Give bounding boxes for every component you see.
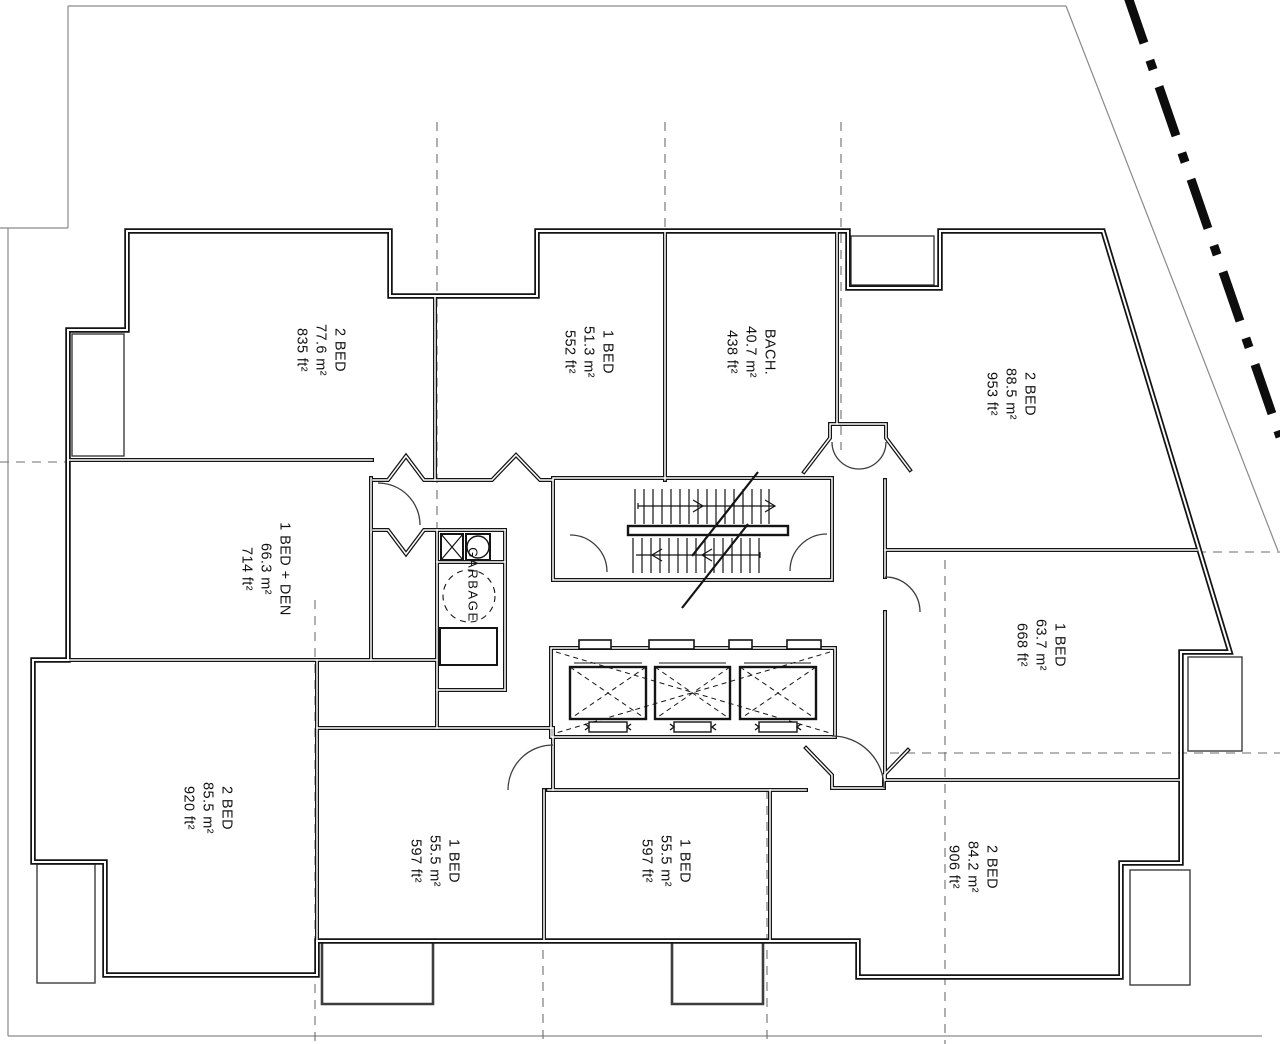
unit-name: BACH. [761,328,778,376]
exterior-wall [30,228,1234,980]
property-line-dashdot [1124,0,1280,439]
unit-name: 1 BED + DEN [276,522,293,616]
garbage-chute-x [440,533,464,561]
hallway-door-swing [377,482,421,526]
elevator-shaft-x-lines [555,651,831,734]
unit-area-m2: 85.5 m² [199,782,216,834]
balcony-south-right [670,941,765,1006]
unit-name: 1 BED [445,839,462,883]
garbage-room [439,533,498,666]
elevator-pilasters [578,639,822,650]
garbage-chute-box-2 [465,533,491,561]
unit-area-m2: 55.5 m² [657,835,674,887]
unit-area-ft2: 597 ft² [638,839,655,883]
balcony-east [1187,656,1243,752]
unit-label-2bed-se: 2 BED 84.2 m² 906 ft² [943,841,1000,893]
balcony-west-upper [71,333,125,457]
unit-label-2bed-sw: 2 BED 85.5 m² 920 ft² [178,782,235,834]
balcony-southwest [36,863,96,984]
unit-label-1bed-den-w: 1 BED + DEN 66.3 m² 714 ft² [236,522,293,615]
unit-name: 1 BED [676,839,693,883]
unit-area-m2: 40.7 m² [742,326,759,378]
garbage-chute-box [440,533,464,561]
balcony-north-recess [850,235,935,286]
unit-label-1bed-s-left: 1 BED 55.5 m² 597 ft² [405,835,462,887]
unit-area-m2: 88.5 m² [1002,368,1019,420]
unit-area-m2: 63.7 m² [1032,619,1049,671]
balconies [36,235,1243,1006]
unit-area-ft2: 953 ft² [983,372,1000,416]
unit-area-m2: 51.3 m² [580,326,597,378]
unit-label-1bed-n: 1 BED 51.3 m² 552 ft² [559,326,616,378]
unit-area-ft2: 906 ft² [945,845,962,889]
unit-name: 2 BED [1021,372,1038,416]
unit-area-ft2: 438 ft² [723,330,740,374]
stair-door-right-swing [789,533,828,572]
stair-landing [626,524,790,537]
unit-area-m2: 55.5 m² [426,835,443,887]
garbage-service-room [439,627,498,666]
unit-area-m2: 66.3 m² [257,543,274,595]
elevator-bank [555,639,831,734]
stair-direction-arrows [636,499,777,562]
unit-name: 2 BED [218,786,235,830]
stair-core [626,471,790,609]
stair-break-lines [681,471,759,609]
unit-name: 2 BED [331,328,348,372]
unit-area-m2: 77.6 m² [312,324,329,376]
unit-area-ft2: 552 ft² [561,330,578,374]
stair-door-left-swing [569,534,608,573]
garbage-door-swing-circle [442,569,496,623]
site-boundary-lines [0,5,1279,1037]
building-walls [30,228,1234,980]
unit-area-ft2: 597 ft² [407,839,424,883]
grid-lines [0,122,1280,1044]
elevator-doors [584,721,802,733]
unit-area-ft2: 714 ft² [238,547,255,591]
unit-area-ft2: 835 ft² [293,328,310,372]
unit-area-ft2: 920 ft² [180,786,197,830]
balcony-southeast [1129,869,1191,986]
garbage-chute-circle [466,535,490,559]
unit-label-1bed-s-right: 1 BED 55.5 m² 597 ft² [636,835,693,887]
unit-label-1bed-e: 1 BED 63.7 m² 668 ft² [1011,619,1068,671]
unit-label-2bed-nw: 2 BED 77.6 m² 835 ft² [291,324,348,376]
vestibule-top-door-swing [831,441,887,470]
unit-name: 1 BED [599,330,616,374]
balcony-south-left [320,941,435,1006]
wall-white-core [32,230,1232,978]
garbage-room-label: GARBAGE [465,547,481,623]
unit-name: 2 BED [983,845,1000,889]
unit-east-door-swing [884,576,921,613]
door-swings [377,441,921,791]
unit-label-bach: BACH. 40.7 m² 438 ft² [721,326,778,378]
unit-name: 1 BED [1051,623,1068,667]
unit-area-ft2: 668 ft² [1013,623,1030,667]
unit-area-m2: 84.2 m² [964,841,981,893]
unit-label-2bed-ne: 2 BED 88.5 m² 953 ft² [981,368,1038,420]
vestibule-bottom-door-swing [831,735,885,789]
unit-southwest-door-swing [507,744,554,791]
